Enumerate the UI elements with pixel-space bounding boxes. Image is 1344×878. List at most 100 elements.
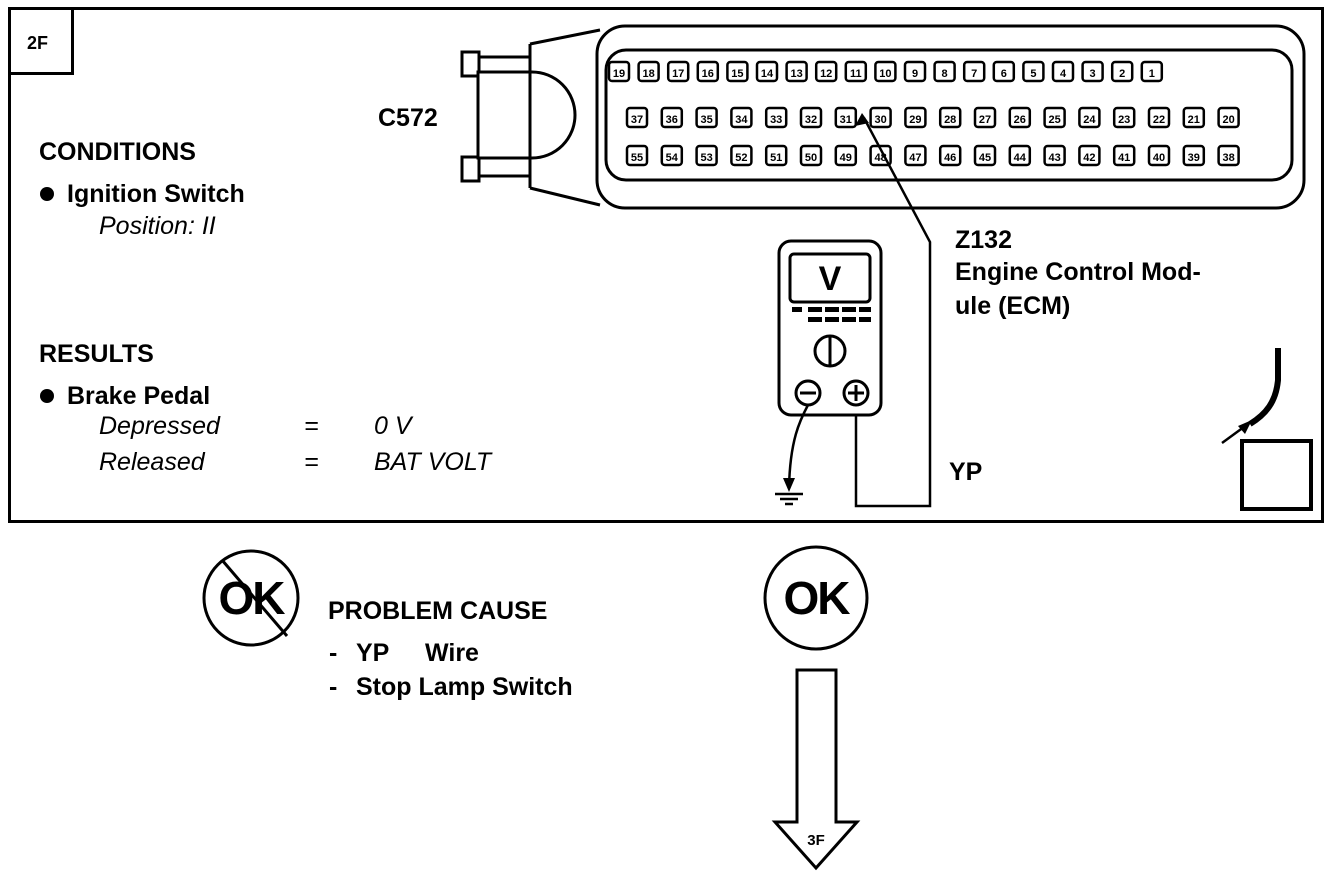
conditions-heading: CONDITIONS (39, 138, 196, 166)
connector-pin-number: 12 (820, 68, 832, 80)
connector-pin (764, 144, 788, 167)
brake-pedal-icon (1221, 348, 1313, 511)
connector-pin-number: 39 (1188, 152, 1200, 164)
connector-pin (695, 106, 718, 129)
connector-pin (625, 144, 649, 167)
step-id-label: 2F (27, 33, 49, 53)
connector-pin (1043, 144, 1066, 167)
ground-icon (775, 404, 810, 506)
not-ok-symbol (202, 549, 300, 647)
bullet-icon (40, 389, 54, 403)
connector-pin-number: 28 (944, 114, 956, 126)
connector-pin-number: 31 (840, 114, 852, 126)
condition-item: Ignition Switch (67, 180, 245, 208)
bullet-icon (40, 187, 54, 201)
connector-pin-number: 47 (909, 152, 921, 164)
connector-pin (869, 106, 892, 129)
connector-pin (1112, 106, 1136, 129)
connector-pin (1112, 144, 1136, 167)
not-ok-text: OK (219, 572, 286, 624)
connector-pin-number: 34 (735, 114, 748, 126)
step-id-box (8, 7, 74, 75)
wire-color-label: YP (949, 458, 983, 486)
connector-pin-number: 38 (1222, 152, 1234, 164)
cause-dash: - (329, 639, 338, 667)
cause-dash: - (329, 673, 338, 701)
result-released-eq: = (304, 448, 319, 476)
result-released-value: BAT VOLT (374, 448, 492, 476)
connector-pin (1217, 144, 1240, 167)
connector-pin (1182, 106, 1206, 129)
connector-pin (726, 60, 749, 83)
connector-pin (660, 144, 684, 167)
connector-pin (1022, 60, 1045, 83)
connector-pin-number: 22 (1153, 114, 1165, 126)
ok-text: OK (784, 572, 851, 624)
connector-pin-number: 17 (672, 68, 684, 80)
connector-pin-number: 15 (731, 68, 743, 80)
connector-pin-number: 55 (631, 152, 643, 164)
connector-pin (933, 60, 956, 83)
connector-pin (874, 60, 897, 83)
connector-pin (844, 60, 868, 83)
connector-pin-number: 35 (700, 114, 712, 126)
connector-pin (730, 144, 753, 167)
connector-pin-number: 23 (1118, 114, 1130, 126)
connector-pin (814, 60, 838, 83)
connector-pin-number: 36 (666, 114, 678, 126)
problem-cause-heading: PROBLEM CAUSE (328, 597, 548, 625)
component-name-line2: ule (ECM) (955, 292, 1071, 320)
connector-pin-number: 53 (700, 152, 712, 164)
connector-pin-number: 27 (979, 114, 991, 126)
connector-pin (938, 144, 962, 167)
connector-pin (903, 60, 927, 83)
connector-pin (607, 60, 631, 83)
connector-pin-number: 29 (909, 114, 921, 126)
connector-pin (973, 144, 997, 167)
connector-pin (834, 106, 858, 129)
connector-pin-number: 16 (702, 68, 714, 80)
component-name-line1: Engine Control Mod- (955, 258, 1201, 286)
connector-pin (1051, 60, 1075, 83)
yp-wire (854, 117, 932, 508)
connector-pin (1147, 144, 1171, 167)
cause-wire: Wire (425, 639, 479, 667)
meter-display-text: V (819, 260, 842, 298)
result-depressed-value: 0 V (374, 412, 412, 440)
connector-pin (1217, 106, 1240, 129)
connector-pin-number: 10 (879, 68, 891, 80)
next-step-label: 3F (807, 832, 825, 849)
connector-pin-number: 51 (770, 152, 782, 164)
connector-pin (799, 106, 823, 129)
connector-pin-number: 21 (1188, 114, 1200, 126)
connector-pin (904, 144, 927, 167)
results-heading: RESULTS (39, 340, 154, 368)
connector-pin-number: 5 (1030, 68, 1036, 80)
connector-pin (666, 60, 690, 83)
connector-pin-number: 6 (1001, 68, 1007, 80)
cause-yp: YP (356, 639, 390, 667)
connector-pin-number: 1 (1149, 68, 1155, 80)
condition-sub: Position: II (99, 212, 216, 240)
cause-stop-lamp-switch: Stop Lamp Switch (356, 673, 573, 701)
result-depressed-label: Depressed (99, 412, 220, 440)
connector-pin-number: 13 (790, 68, 802, 80)
connector-pin-number: 11 (850, 68, 862, 80)
connector-pin-number: 44 (1014, 152, 1027, 164)
connector-pin (730, 106, 753, 129)
connector-pin-number: 43 (1048, 152, 1060, 164)
connector-pin-number: 42 (1083, 152, 1095, 164)
test-step-panel (8, 7, 1324, 523)
connector-label: C572 (378, 104, 438, 132)
connector-pin (1110, 60, 1134, 83)
connector-pin (938, 106, 962, 129)
connector-pin (1078, 106, 1101, 129)
connector-pin (755, 60, 779, 83)
result-item: Brake Pedal (67, 382, 211, 410)
connector-pin-number: 45 (979, 152, 991, 164)
connector-pin (799, 144, 823, 167)
meter-keypad-icon (792, 307, 871, 322)
connector-pin-number: 32 (805, 114, 817, 126)
